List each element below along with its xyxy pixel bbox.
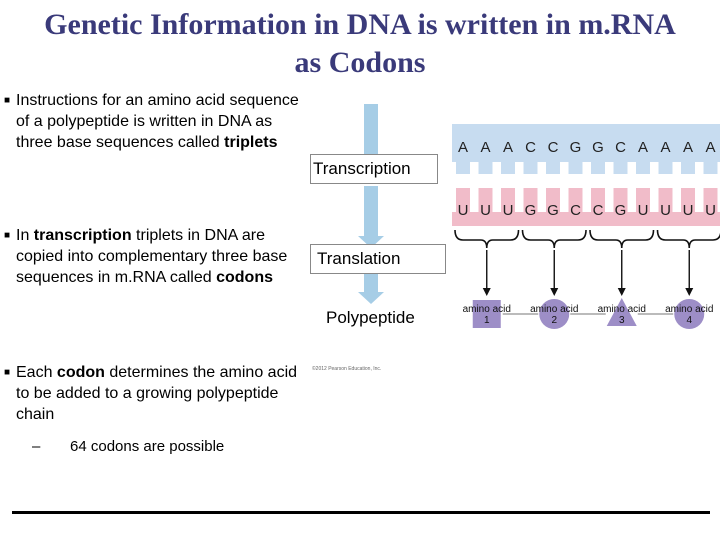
mrna-base-teeth bbox=[456, 188, 718, 212]
amino-acid-shape bbox=[472, 300, 501, 328]
dna-base-tooth bbox=[591, 162, 605, 174]
dna-base-tooth bbox=[681, 162, 695, 174]
dna-base-letter: C bbox=[548, 139, 559, 156]
bullet-marker-icon: ■ bbox=[4, 230, 11, 241]
mrna-base-tooth bbox=[591, 188, 605, 212]
transcription-label: Transcription bbox=[310, 154, 438, 184]
mrna-base-letter: U bbox=[503, 202, 514, 219]
amino-acid-label-line2: 4 bbox=[686, 315, 692, 326]
bullet-marker-icon: ■ bbox=[4, 95, 11, 106]
codon-brace bbox=[656, 229, 720, 249]
amino-acid-label-line1: amino acid bbox=[598, 304, 646, 315]
dna-base-tooth bbox=[546, 162, 560, 174]
mrna-base-letter: G bbox=[615, 202, 627, 219]
dna-strand bbox=[452, 124, 720, 162]
mrna-base-letter: U bbox=[660, 202, 671, 219]
copyright-notice: ©2012 Pearson Education, Inc. bbox=[312, 366, 382, 372]
codon-brace bbox=[454, 229, 520, 249]
bullet-marker-icon: ■ bbox=[4, 367, 11, 378]
amino-acid-label-line2: 3 bbox=[619, 315, 625, 326]
process-arrow-shaft-1 bbox=[364, 104, 378, 156]
bullet-codon: ■ Each codon determines the amino acid t… bbox=[4, 364, 298, 423]
mrna-base-tooth bbox=[568, 188, 583, 212]
mrna-base-tooth bbox=[703, 188, 718, 212]
amino-acid-label-line1: amino acid bbox=[665, 304, 713, 315]
polypeptide-label: Polypeptide bbox=[326, 308, 415, 328]
process-arrow-head-3 bbox=[358, 292, 384, 304]
amino-acid-shape bbox=[539, 299, 570, 329]
dna-base-tooth bbox=[523, 162, 538, 174]
mrna-base-tooth bbox=[478, 188, 493, 212]
title-line-1: Genetic Information in DNA is written in… bbox=[44, 8, 676, 41]
codon-brace bbox=[521, 229, 587, 249]
codon-arrow-head bbox=[685, 288, 694, 296]
amino-acid-shape bbox=[674, 299, 705, 329]
dna-base-letter: A bbox=[503, 139, 513, 156]
dna-base-letter: A bbox=[638, 139, 648, 156]
dna-base-letter: C bbox=[615, 139, 626, 156]
bullet-triplets: ■ Instructions for an amino acid sequenc… bbox=[4, 92, 299, 151]
codon-arrow-head bbox=[617, 288, 626, 296]
dna-base-tooth bbox=[658, 162, 673, 174]
dna-base-teeth bbox=[456, 162, 718, 174]
mrna-base-letter: U bbox=[458, 202, 469, 219]
dna-base-letter: A bbox=[458, 139, 468, 156]
mrna-base-tooth bbox=[456, 188, 470, 212]
mrna-strand bbox=[452, 212, 720, 226]
dna-base-tooth bbox=[478, 162, 493, 174]
mrna-base-letter: U bbox=[480, 202, 491, 219]
dna-base-letter: A bbox=[660, 139, 670, 156]
mrna-base-tooth bbox=[523, 188, 538, 212]
dna-base-letter: G bbox=[592, 139, 604, 156]
mrna-base-letter: U bbox=[683, 202, 694, 219]
dna-base-tooth bbox=[613, 162, 628, 174]
mrna-base-tooth bbox=[501, 188, 515, 212]
mrna-base-tooth bbox=[681, 188, 695, 212]
process-arrow-head-2 bbox=[358, 236, 384, 248]
mrna-base-letter: G bbox=[547, 202, 559, 219]
translation-label: Translation bbox=[310, 244, 446, 274]
sub-bullet-dash: – bbox=[32, 438, 41, 455]
mrna-base-letter: U bbox=[705, 202, 716, 219]
bottom-rule bbox=[12, 511, 710, 514]
sub-bullet-text: 64 codons are possible bbox=[70, 438, 225, 455]
mrna-base-letter: U bbox=[638, 202, 649, 219]
dna-base-tooth bbox=[456, 162, 470, 174]
title-line-2: as Codons bbox=[294, 46, 426, 79]
codon-arrow-head bbox=[482, 288, 491, 296]
dna-base-letter: A bbox=[705, 139, 715, 156]
codon-brace bbox=[589, 229, 655, 249]
dna-base-tooth bbox=[636, 162, 650, 174]
dna-base-tooth bbox=[501, 162, 515, 174]
amino-acid-label-line1: amino acid bbox=[530, 304, 578, 315]
codon-arrow-head bbox=[550, 288, 559, 296]
mrna-base-tooth bbox=[636, 188, 650, 212]
dna-base-tooth bbox=[703, 162, 718, 174]
sub-bullet: – 64 codons are possible bbox=[32, 438, 224, 455]
mrna-base-tooth bbox=[613, 188, 628, 212]
dna-base-letter: C bbox=[525, 139, 536, 156]
amino-acid-label-line2: 2 bbox=[551, 315, 557, 326]
codon-braces bbox=[454, 229, 720, 296]
mrna-base-letter: G bbox=[525, 202, 537, 219]
process-arrow-shaft-2 bbox=[364, 186, 378, 236]
mrna-base-letter: C bbox=[570, 202, 581, 219]
dna-base-tooth bbox=[568, 162, 583, 174]
dna-base-letter: A bbox=[683, 139, 693, 156]
amino-acid-label-line1: amino acid bbox=[463, 304, 511, 315]
amino-acid-label-line2: 1 bbox=[484, 315, 490, 326]
mrna-base-tooth bbox=[658, 188, 673, 212]
mrna-base-tooth bbox=[546, 188, 560, 212]
slide-title: Genetic Information in DNA is written in… bbox=[0, 6, 720, 82]
dna-base-letter: G bbox=[570, 139, 582, 156]
amino-acid-shape bbox=[606, 298, 637, 326]
mrna-base-letter: C bbox=[593, 202, 604, 219]
bullet-transcription: ■ In transcription triplets in DNA are c… bbox=[4, 227, 288, 286]
dna-base-letter: A bbox=[480, 139, 490, 156]
